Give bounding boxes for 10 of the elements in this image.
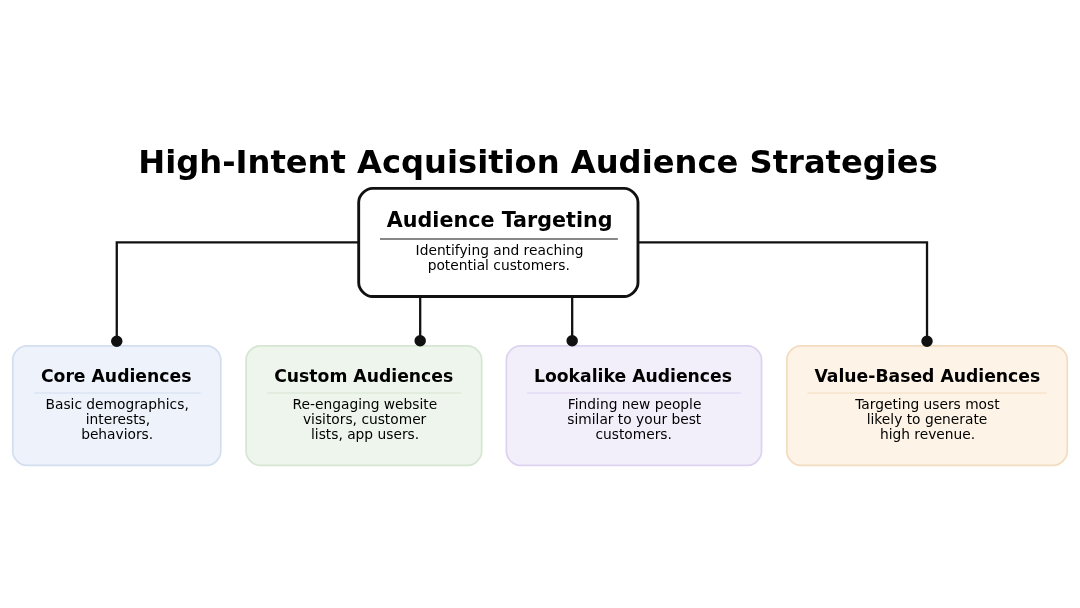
node-box: Core Audiences Basic demographics, interests, behaviors.	[11, 344, 222, 466]
connector	[111, 240, 359, 347]
connector	[414, 296, 426, 346]
connector	[566, 296, 578, 346]
connector	[638, 240, 933, 347]
node-box: Custom Audiences Re-engaging website visitors, customer lists, app users.	[245, 344, 483, 466]
diagram-title: High-Intent Acquisition Audience Strategies	[138, 142, 938, 181]
node-box: Lookalike Audiences Finding new people similar to your best customers.	[505, 344, 763, 466]
node-box: Value-Based Audiences Targeting users most likely to generate high revenue.	[785, 344, 1069, 466]
node-box: Audience Targeting Identifying and reaching potential customers.	[357, 186, 640, 298]
